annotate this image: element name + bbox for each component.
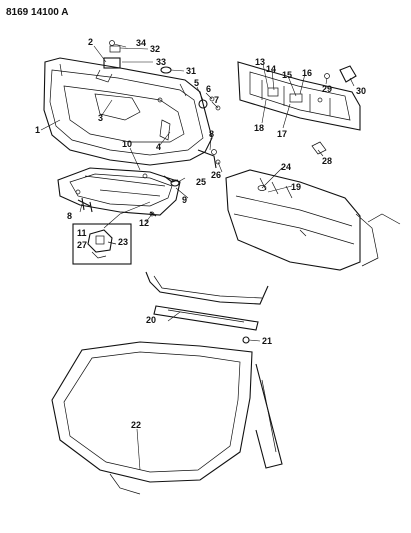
rear-panel-upper	[237, 61, 361, 155]
part-label-25: 25	[196, 177, 206, 187]
hinge-rod	[197, 149, 221, 169]
part-label-7: 7	[214, 95, 219, 105]
part-label-8-bolt: 8	[67, 211, 72, 221]
part-label-9: 9	[182, 195, 187, 205]
part-label-19: 19	[291, 182, 301, 192]
license-lamp-bracket	[95, 40, 121, 83]
part-label-4: 4	[156, 142, 161, 152]
part-label-16: 16	[302, 68, 312, 78]
part-label-32: 32	[150, 44, 160, 54]
part-label-2: 2	[88, 37, 93, 47]
part-label-30: 30	[356, 86, 366, 96]
part-label-23: 23	[118, 237, 128, 247]
part-label-8-hinge: 8	[209, 129, 214, 139]
trunk-bolts	[77, 197, 157, 217]
part-label-31: 31	[186, 66, 196, 76]
part-label-22: 22	[131, 420, 141, 430]
decklid-panel	[43, 57, 213, 166]
backlight-rail	[145, 271, 269, 344]
part-label-26: 26	[211, 170, 221, 180]
rear-body-panel	[225, 169, 401, 271]
part-label-27: 27	[77, 240, 87, 250]
part-label-17: 17	[277, 129, 287, 139]
part-label-15: 15	[282, 70, 292, 80]
trunk-opening-body	[57, 167, 181, 216]
part-label-34: 34	[136, 38, 146, 48]
part-label-14: 14	[266, 64, 276, 74]
part-label-13: 13	[255, 57, 265, 67]
part-label-11: 11	[77, 228, 87, 238]
part-label-12: 12	[139, 218, 149, 228]
part-label-1: 1	[35, 125, 40, 135]
part-label-24: 24	[281, 162, 291, 172]
part-label-18: 18	[254, 123, 264, 133]
part-label-3: 3	[98, 113, 103, 123]
leader-lines	[40, 43, 355, 471]
part-label-29: 29	[322, 84, 332, 94]
part-label-33: 33	[156, 57, 166, 67]
diagram-number: 8169 14100 A	[6, 7, 68, 18]
part-labels: 1 2 3 4 5 6 7 8 8 9 10 11 12 13 14 15 16…	[35, 37, 366, 430]
part-label-21: 21	[262, 336, 272, 346]
part-label-28: 28	[322, 156, 332, 166]
part-label-6: 6	[206, 84, 211, 94]
part-label-5: 5	[194, 78, 199, 88]
decklid-seal	[51, 341, 283, 495]
part-label-20: 20	[146, 315, 156, 325]
latch-inset	[72, 201, 151, 265]
part-label-10: 10	[122, 139, 132, 149]
